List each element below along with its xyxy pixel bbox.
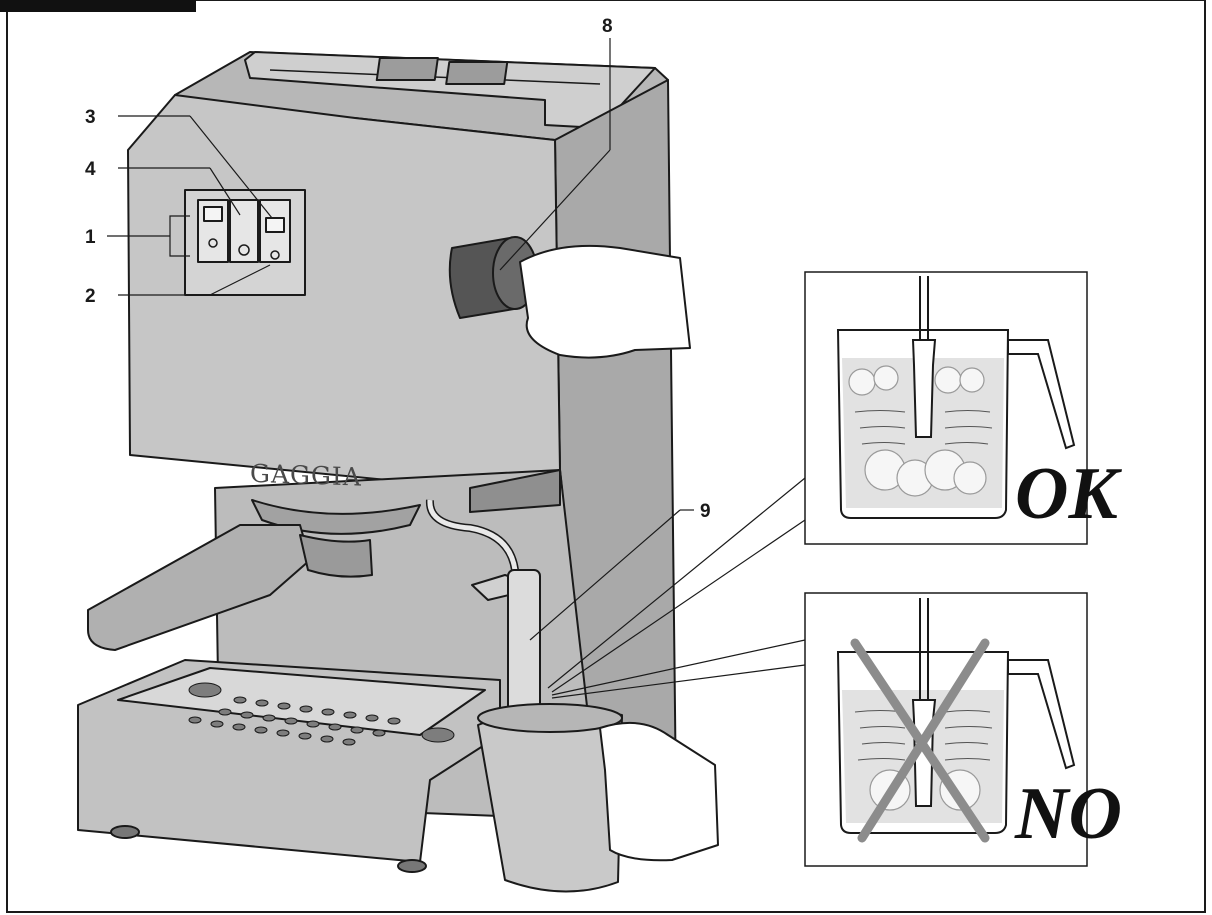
control-panel	[184, 189, 306, 296]
brand-logo: GAGGIA	[250, 459, 362, 492]
ok-jug-handle	[1007, 339, 1076, 450]
machine-foot	[397, 859, 427, 873]
ok-label: OK	[1015, 453, 1122, 535]
no-cross-mark	[850, 638, 990, 843]
machine-foot	[110, 825, 140, 839]
hand-on-knob	[519, 244, 691, 359]
callout-2: 2	[85, 286, 96, 307]
lid-slot-1	[375, 57, 439, 81]
callout-lines	[107, 38, 694, 641]
lid-slot-2	[445, 61, 509, 85]
callout-9: 9	[700, 501, 711, 522]
steam-wand	[425, 499, 541, 716]
drip-tray-grille	[188, 682, 455, 746]
coffee-ready-light	[265, 217, 285, 233]
power-light	[203, 206, 223, 222]
callout-4: 4	[85, 159, 96, 180]
tank-lid	[244, 51, 656, 129]
ok-wand-tip	[911, 339, 937, 438]
no-label: NO	[1014, 773, 1122, 855]
power-switch-icon	[208, 238, 218, 248]
espresso-machine	[77, 51, 719, 893]
callout-3: 3	[85, 107, 96, 128]
hand-on-jug	[599, 721, 719, 862]
brew-switch-icon	[238, 244, 250, 256]
panel-leader-lines	[547, 477, 806, 699]
callout-1: 1	[85, 227, 96, 248]
callout-8: 8	[602, 16, 613, 37]
header-tab	[0, 0, 196, 12]
no-jug-handle	[1007, 659, 1076, 770]
ok-panel: OK	[804, 271, 1122, 545]
steam-switch-icon	[270, 250, 280, 260]
no-panel: NO	[804, 592, 1122, 867]
